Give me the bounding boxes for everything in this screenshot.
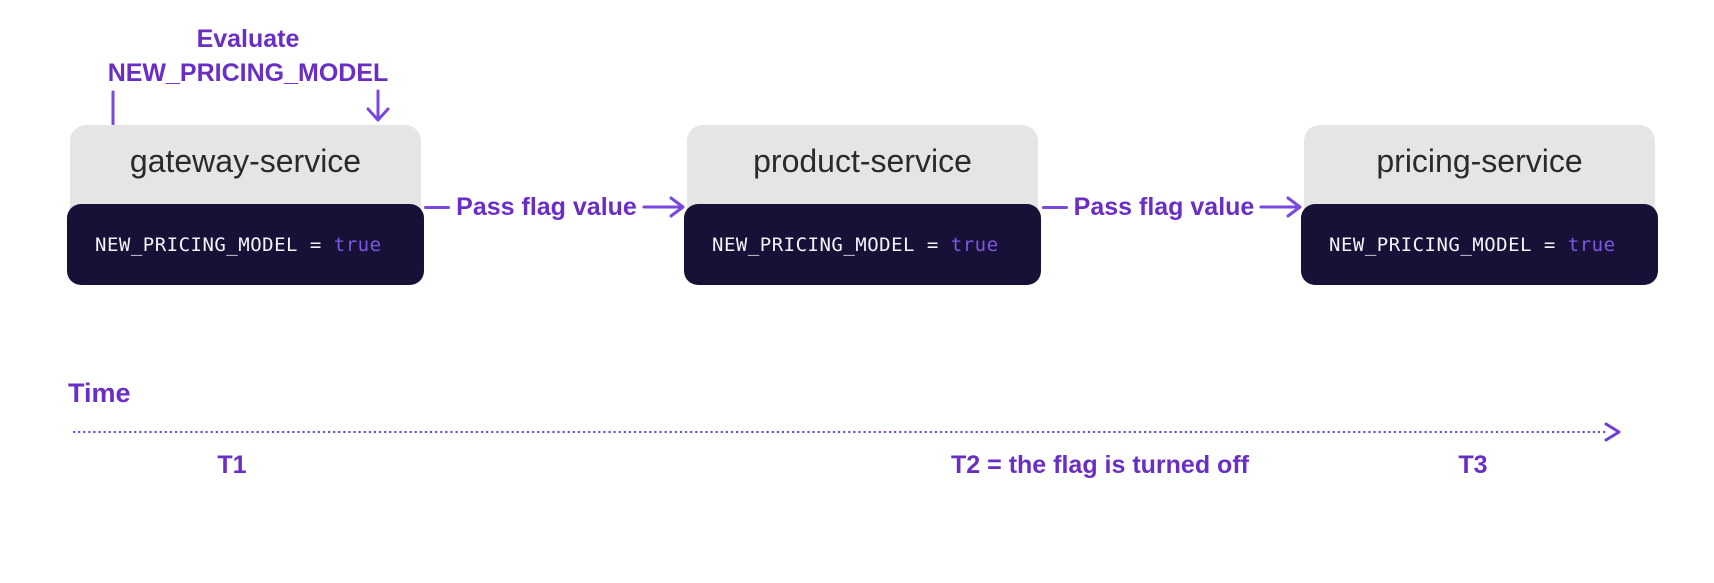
flag-value-text: true — [950, 233, 999, 256]
connector-dash — [424, 205, 450, 209]
service-box-product: product-service NEW_PRICING_MODEL = true — [684, 125, 1041, 285]
timeline-label: Time — [68, 378, 131, 408]
timeline-marker-t2: T2 = the flag is turned off — [951, 451, 1249, 479]
connector-dash — [1042, 205, 1068, 209]
flag-name-text: NEW_PRICING_MODEL = — [1329, 233, 1568, 256]
flag-value-text: true — [333, 233, 382, 256]
flag-name-text: NEW_PRICING_MODEL = — [712, 233, 951, 256]
arrow-down-icon — [366, 89, 390, 122]
service-name: pricing-service — [1376, 143, 1583, 179]
arrow-right-icon — [642, 196, 685, 218]
evaluate-annotation-line1: Evaluate — [196, 25, 300, 53]
flag-value-text: true — [1567, 233, 1616, 256]
timeline-marker-t1: T1 — [217, 451, 247, 479]
annotation-tick-line — [111, 90, 115, 126]
evaluate-annotation: Evaluate NEW_PRICING_MODEL — [86, 22, 410, 90]
arrow-right-icon — [1259, 196, 1302, 218]
service-name: product-service — [753, 143, 972, 179]
connector-label: Pass flag value — [1073, 192, 1255, 221]
service-header: gateway-service — [70, 125, 421, 218]
service-name: gateway-service — [129, 143, 362, 179]
timeline-marker-t3: T3 — [1458, 451, 1488, 479]
service-flag-code: NEW_PRICING_MODEL = true — [684, 204, 1041, 285]
service-header: product-service — [687, 125, 1038, 218]
connector-product-to-pricing: Pass flag value — [1042, 193, 1304, 221]
service-flag-code: NEW_PRICING_MODEL = true — [1301, 204, 1658, 285]
flag-name-text: NEW_PRICING_MODEL = — [95, 233, 334, 256]
evaluate-annotation-line2: NEW_PRICING_MODEL — [107, 59, 389, 87]
connector-label: Pass flag value — [456, 192, 637, 221]
service-header: pricing-service — [1304, 125, 1655, 218]
service-box-pricing: pricing-service NEW_PRICING_MODEL = true — [1301, 125, 1658, 285]
connector-gateway-to-product: Pass flag value — [424, 193, 687, 221]
service-box-gateway: gateway-service NEW_PRICING_MODEL = true — [67, 125, 424, 285]
service-flag-code: NEW_PRICING_MODEL = true — [67, 204, 424, 285]
timeline-dotted-arrow — [72, 422, 1621, 442]
